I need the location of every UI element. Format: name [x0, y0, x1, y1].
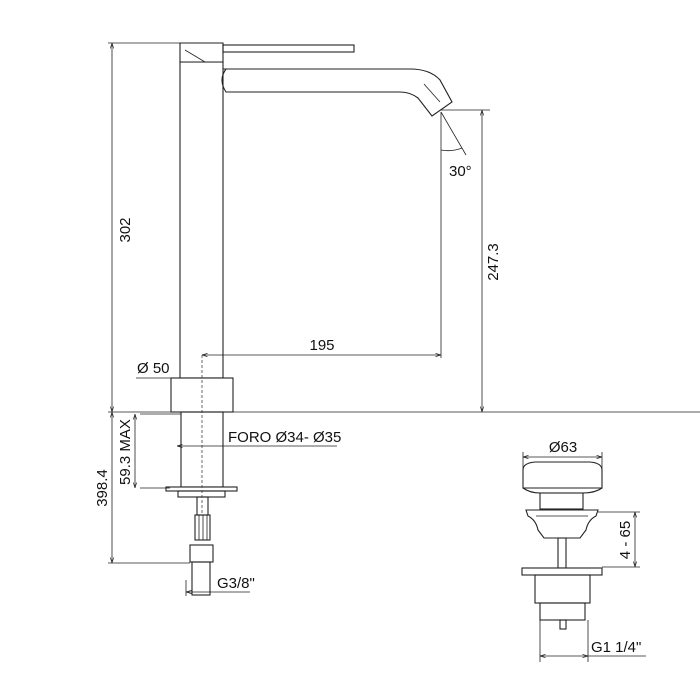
drain-dimension-lines [522, 452, 646, 662]
faucet-body [165, 42, 453, 596]
spout [221, 68, 453, 117]
hose-nut [189, 544, 214, 563]
dim-hole-diameter: FORO Ø34- Ø35 [228, 429, 341, 446]
dim-drain-cap-diameter: Ø63 [549, 439, 577, 456]
dim-drain-range: 4 - 65 [617, 521, 634, 559]
dim-spout-reach: 195 [309, 337, 334, 354]
hose-pipe [191, 561, 211, 596]
dimension-lines [108, 42, 700, 596]
dim-drain-thread: G1 1/4" [591, 639, 641, 656]
dim-outlet-height: 247.3 [485, 243, 502, 281]
dim-spout-angle: 30° [449, 163, 472, 180]
lever-handle [222, 44, 355, 53]
dim-total-height: 302 [117, 217, 134, 242]
dim-connection-thread: G3/8" [217, 575, 255, 592]
dim-base-diameter: Ø 50 [137, 360, 170, 377]
drain-waste [521, 461, 603, 630]
dim-deck-thickness: 59.3 MAX [117, 419, 134, 485]
dim-below-deck: 398.4 [94, 469, 111, 507]
